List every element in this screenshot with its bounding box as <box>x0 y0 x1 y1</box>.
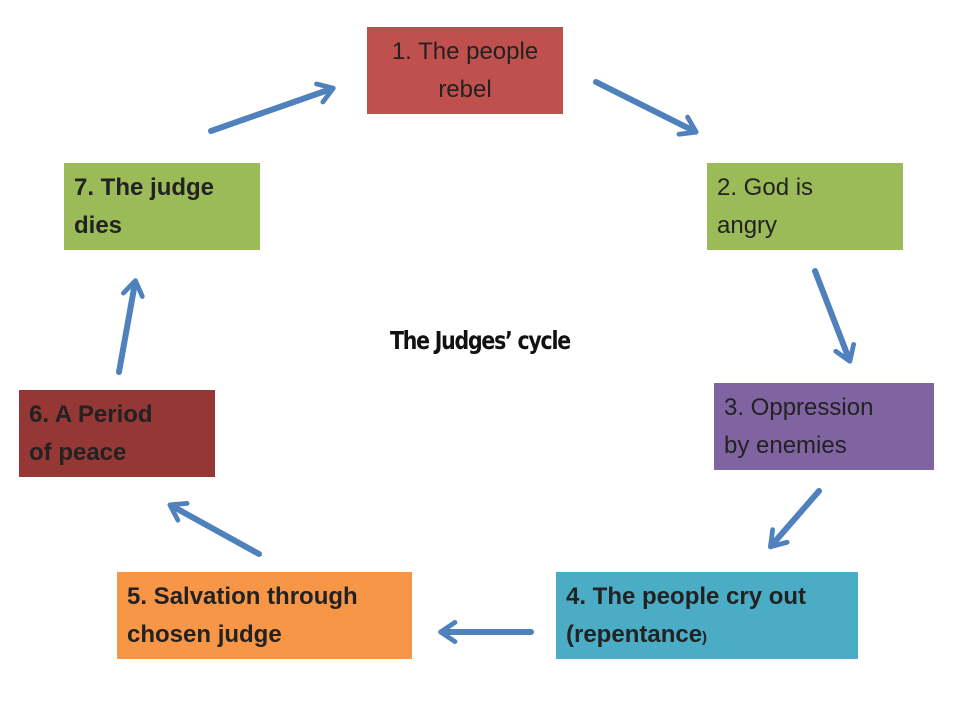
step-1-line-2: rebel <box>438 76 492 103</box>
step-1-line-1: 1. The people <box>391 38 539 65</box>
arrow-6-to-7 <box>116 278 145 375</box>
step-2-box: 2. God is angry <box>707 163 903 250</box>
arrow-1-to-2 <box>593 79 699 137</box>
step-1-box: 1. The people rebel <box>367 27 563 114</box>
step-2-line-2: angry <box>717 212 778 239</box>
step-4-box: 4. The people cry out (repentance) <box>556 572 858 659</box>
step-7-line-2: dies <box>74 212 123 239</box>
step-2-line-1: 2. God is <box>717 174 814 201</box>
arrow-7-to-1 <box>208 81 336 134</box>
step-7-box: 7. The judge dies <box>64 163 260 250</box>
arrow-2-to-3 <box>812 268 857 364</box>
step-3-line-1: 3. Oppression <box>724 394 874 421</box>
step-3-box: 3. Oppression by enemies <box>714 383 934 470</box>
step-4-line-2: (repentance) <box>566 616 848 657</box>
step-5-box: 5. Salvation through chosen judge <box>117 572 412 659</box>
step-6-line-2: of peace <box>29 439 127 466</box>
step-4-line-2-main: (repentance <box>566 621 703 648</box>
step-5-line-1: 5. Salvation through <box>127 583 358 610</box>
step-5-line-2: chosen judge <box>127 621 282 648</box>
step-6-line-1: 6. A Period <box>29 401 153 428</box>
step-3-line-2: by enemies <box>724 432 847 459</box>
step-4-line-1: 4. The people cry out <box>566 583 807 610</box>
arrow-3-to-4 <box>768 488 822 550</box>
step-7-line-1: 7. The judge <box>74 174 215 201</box>
diagram-title: The Judges’ cycle <box>390 326 571 355</box>
step-4-line-2-tail: ) <box>702 629 708 646</box>
step-6-box: 6. A Period of peace <box>19 390 215 477</box>
arrow-5-to-6 <box>167 500 262 557</box>
